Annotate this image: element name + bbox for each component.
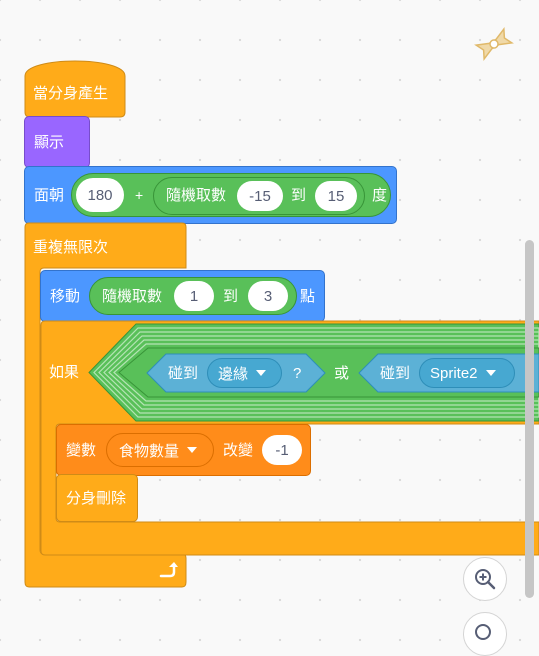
chevron-down-icon <box>485 370 496 376</box>
vertical-scrollbar[interactable] <box>525 240 534 598</box>
change-value-input[interactable]: -1 <box>262 435 302 465</box>
sprite-drag-icon[interactable] <box>472 24 516 64</box>
or-label: 或 <box>334 365 350 382</box>
zoom-in-icon <box>475 569 496 590</box>
variable-dropdown[interactable]: 食物數量 <box>106 433 214 467</box>
loop-arrow-icon <box>159 562 178 578</box>
move-label: 移動 <box>50 288 81 305</box>
chevron-down-icon <box>187 447 198 453</box>
zoom-out-button[interactable] <box>463 612 507 656</box>
change-variable-block[interactable]: 變數 食物數量 改變 -1 <box>56 424 311 476</box>
move-to-input[interactable]: 3 <box>248 281 288 311</box>
cond1-question: ? <box>293 365 302 382</box>
cond2-prefix: 碰到 <box>380 365 411 382</box>
change-action-label: 改變 <box>223 442 254 459</box>
move-to-label: 到 <box>223 288 239 305</box>
sprite-dropdown[interactable]: Sprite2 <box>419 358 515 388</box>
hat-label: 當分身產生 <box>33 85 109 102</box>
edge-dropdown[interactable]: 邊緣 <box>207 358 282 388</box>
edge-dropdown-label: 邊緣 <box>218 365 249 383</box>
degree-suffix: 度 <box>372 187 388 204</box>
point-prefix: 面朝 <box>34 187 65 204</box>
move-from-input[interactable]: 1 <box>174 281 214 311</box>
delete-clone-block[interactable]: 分身刪除 <box>56 474 138 522</box>
forever-label: 重複無限次 <box>33 239 109 256</box>
random-label: 隨機取數 <box>166 187 227 204</box>
random-from-input[interactable]: -15 <box>237 181 283 211</box>
chevron-down-icon <box>256 370 267 376</box>
zoom-out-icon <box>475 624 491 640</box>
when-clone-starts-hat-block[interactable]: 當分身產生 <box>24 52 126 118</box>
variable-label: 變數 <box>66 442 97 459</box>
zoom-in-button[interactable] <box>463 557 507 601</box>
base-direction-input[interactable]: 180 <box>76 178 124 212</box>
random-to-input[interactable]: 15 <box>315 181 357 211</box>
move-suffix: 點 <box>300 288 316 305</box>
move-steps-block[interactable]: 移動 隨機取數 1 到 3 點 <box>40 270 325 322</box>
to-label: 到 <box>291 187 307 204</box>
show-label: 顯示 <box>34 134 65 151</box>
point-in-direction-block[interactable]: 面朝 180 + 隨機取數 -15 到 15 度 <box>24 166 397 224</box>
delete-clone-label: 分身刪除 <box>66 490 127 507</box>
cond1-prefix: 碰到 <box>168 365 199 382</box>
variable-name: 食物數量 <box>119 442 180 460</box>
show-block[interactable]: 顯示 <box>24 116 90 168</box>
move-random-label: 隨機取數 <box>102 288 163 305</box>
plus-sign: + <box>135 187 144 203</box>
if-label: 如果 <box>49 364 80 381</box>
sprite-dropdown-label: Sprite2 <box>430 364 478 382</box>
